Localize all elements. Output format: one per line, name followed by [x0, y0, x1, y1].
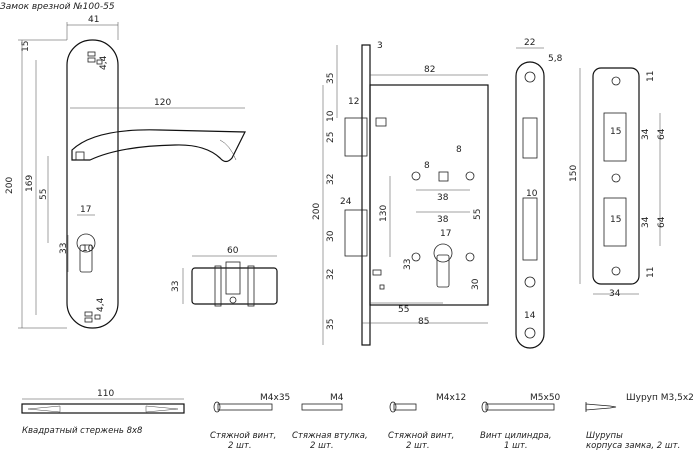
svg-text:35: 35 — [326, 319, 336, 330]
strike-plate-view: 11 15 34 64 150 15 34 64 11 34 — [569, 67, 667, 299]
door-handle-view: 41 15 4,4 120 200 169 55 17 10 33 4,4 — [5, 15, 246, 329]
svg-text:11: 11 — [646, 267, 656, 278]
svg-text:24: 24 — [340, 197, 352, 207]
svg-text:17: 17 — [440, 229, 451, 239]
lock-faceplate-side — [361, 44, 371, 346]
svg-text:34: 34 — [609, 289, 621, 299]
svg-text:32: 32 — [326, 269, 336, 280]
svg-text:64: 64 — [657, 216, 667, 228]
strike-plate — [592, 67, 640, 285]
svg-text:110: 110 — [97, 389, 114, 399]
svg-text:38: 38 — [437, 215, 449, 225]
svg-text:11: 11 — [646, 71, 656, 82]
lock-case — [369, 84, 489, 306]
svg-text:10: 10 — [526, 189, 538, 199]
svg-text:Стяжной винт,: Стяжной винт, — [210, 431, 276, 441]
svg-text:64: 64 — [657, 128, 667, 140]
svg-text:200: 200 — [312, 203, 322, 220]
svg-text:14: 14 — [524, 311, 536, 321]
svg-text:2 шт.: 2 шт. — [310, 441, 334, 451]
faceplate-front-view: 22 5,8 10 14 — [515, 38, 563, 349]
svg-text:130: 130 — [379, 205, 389, 222]
lock-cylinder-hole — [433, 243, 453, 263]
latch-bolt — [344, 117, 368, 157]
strike-latch-window — [603, 112, 627, 162]
spindle-hole — [438, 171, 449, 182]
svg-text:60: 60 — [227, 246, 239, 256]
svg-text:корпуса замка, 2 шт.: корпуса замка, 2 шт. — [586, 441, 680, 451]
handle-plate — [66, 39, 119, 329]
svg-text:34: 34 — [641, 216, 651, 228]
cylinder-cam — [225, 261, 241, 295]
svg-text:169: 169 — [25, 175, 35, 192]
svg-text:15: 15 — [610, 215, 621, 225]
svg-text:4,4: 4,4 — [99, 55, 109, 70]
svg-text:10: 10 — [82, 244, 94, 254]
svg-text:55: 55 — [473, 209, 483, 220]
cylinder-screw — [485, 403, 555, 411]
svg-text:55: 55 — [398, 305, 409, 315]
dead-bolt — [344, 209, 368, 257]
svg-text:2 шт.: 2 шт. — [228, 441, 252, 451]
svg-text:38: 38 — [437, 193, 449, 203]
tie-screw — [217, 403, 273, 411]
svg-text:17: 17 — [80, 205, 91, 215]
svg-text:М4: М4 — [330, 393, 344, 403]
svg-text:22: 22 — [524, 38, 535, 48]
svg-text:8: 8 — [456, 145, 462, 155]
drawing-title: Замок врезной №100-55 — [0, 2, 115, 12]
cylinder-body — [191, 267, 278, 305]
svg-text:30: 30 — [326, 230, 336, 242]
svg-text:М4х12: М4х12 — [436, 393, 466, 403]
faceplate-latch-window — [522, 117, 538, 159]
strike-bolt-window — [603, 197, 627, 247]
svg-text:М5х50: М5х50 — [530, 393, 561, 403]
svg-text:25: 25 — [326, 132, 336, 143]
svg-text:Стяжная втулка,: Стяжная втулка, — [292, 431, 368, 441]
square-spindle — [21, 403, 185, 414]
svg-text:35: 35 — [326, 73, 336, 84]
parts-row: 110 Квадратный стержень 8х8 М4х35 Стяжно… — [21, 389, 693, 451]
svg-text:М4х35: М4х35 — [260, 393, 290, 403]
svg-text:3: 3 — [377, 41, 383, 51]
svg-text:15: 15 — [21, 41, 31, 52]
svg-text:Шуруп М3,5х23: Шуруп М3,5х23 — [626, 393, 693, 403]
svg-text:30: 30 — [471, 278, 481, 290]
svg-text:120: 120 — [154, 98, 171, 108]
faceplate — [515, 61, 545, 349]
lock-cylinder-view: 60 33 — [171, 246, 278, 307]
svg-text:Шурупы: Шурупы — [586, 431, 623, 441]
tie-sleeve — [301, 403, 343, 411]
svg-text:85: 85 — [418, 317, 429, 327]
handle-lever — [71, 129, 246, 163]
svg-text:41: 41 — [88, 15, 99, 25]
cylinder-hole — [76, 233, 96, 253]
svg-text:1 шт.: 1 шт. — [504, 441, 528, 451]
svg-text:82: 82 — [424, 65, 435, 75]
svg-text:5,8: 5,8 — [548, 54, 563, 64]
svg-text:33: 33 — [59, 243, 69, 254]
svg-text:Винт цилиндра,: Винт цилиндра, — [480, 431, 552, 441]
svg-text:Квадратный стержень 8х8: Квадратный стержень 8х8 — [22, 426, 143, 436]
svg-text:200: 200 — [5, 177, 15, 194]
svg-text:8: 8 — [424, 161, 430, 171]
svg-text:2 шт.: 2 шт. — [406, 441, 430, 451]
svg-text:34: 34 — [641, 128, 651, 140]
svg-text:10: 10 — [326, 110, 336, 122]
svg-text:33: 33 — [403, 259, 413, 270]
wood-screw — [585, 403, 617, 411]
svg-text:Стяжной винт,: Стяжной винт, — [388, 431, 454, 441]
faceplate-bolt-window — [522, 197, 538, 261]
lock-body-view: 3 82 35 12 10 25 8 8 32 200 24 130 38 30… — [312, 41, 489, 346]
svg-text:55: 55 — [39, 189, 49, 200]
svg-text:32: 32 — [326, 174, 336, 185]
svg-text:4,4: 4,4 — [96, 297, 106, 312]
svg-text:150: 150 — [569, 165, 579, 182]
svg-text:15: 15 — [610, 127, 621, 137]
short-tie-screw — [393, 403, 417, 411]
svg-text:12: 12 — [348, 97, 359, 107]
svg-text:33: 33 — [171, 281, 181, 292]
spindle-square — [75, 151, 85, 161]
